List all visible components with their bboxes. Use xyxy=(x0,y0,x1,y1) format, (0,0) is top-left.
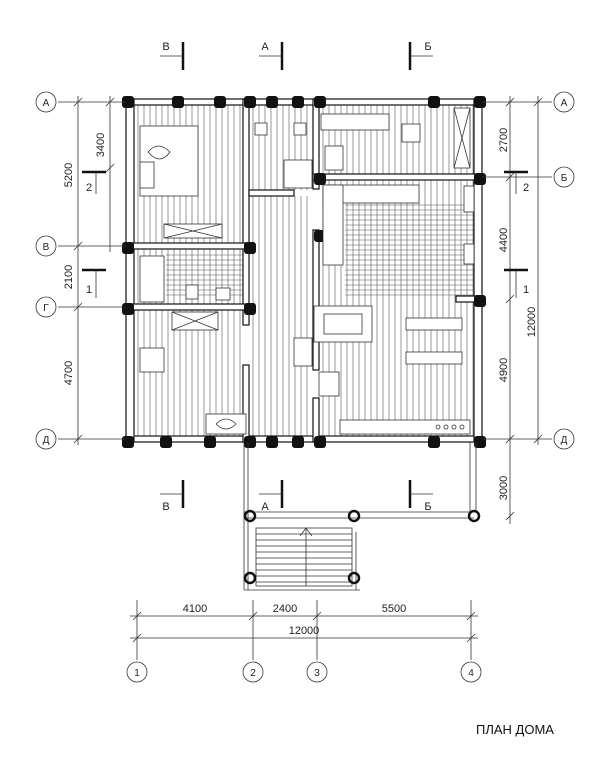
dim-bottom-4100: 4100 xyxy=(183,603,207,615)
axis-label-col-2: 2 xyxy=(250,668,256,679)
axis-bubbles-right: А Б Д xyxy=(553,91,575,450)
section-bottom-a: А xyxy=(261,501,269,513)
section-top-a: А xyxy=(261,41,269,53)
room-floor-hatching xyxy=(137,105,474,436)
section-bottom-v: В xyxy=(162,501,169,513)
section-top-v: В xyxy=(162,41,169,53)
plan-title: ПЛАН ДОМА xyxy=(476,722,554,737)
axis-label-right-a: А xyxy=(561,98,568,109)
axis-label-col-4: 4 xyxy=(468,668,474,679)
dim-right-4400: 4400 xyxy=(498,228,510,252)
dim-left-3400: 3400 xyxy=(95,133,107,157)
axis-bubbles-left: А В Г Д xyxy=(35,91,57,450)
dim-bottom-2400: 2400 xyxy=(273,603,297,615)
dim-right-2700: 2700 xyxy=(498,128,510,152)
section-marks-bottom: В А Б xyxy=(160,480,433,513)
dim-right-4900: 4900 xyxy=(498,358,510,382)
axis-bubbles-bottom: 1 2 3 4 xyxy=(126,661,482,683)
section-marks-right: 2 1 xyxy=(504,170,529,298)
axis-label-right-d: Д xyxy=(561,435,568,446)
dim-bottom-12000: 12000 xyxy=(289,625,320,637)
dim-left-2100: 2100 xyxy=(63,265,75,289)
dim-bottom-5500: 5500 xyxy=(382,603,406,615)
furniture xyxy=(139,107,475,435)
section-left-2: 2 xyxy=(86,182,92,194)
dim-right-3000: 3000 xyxy=(498,476,510,500)
section-bottom-b: Б xyxy=(424,501,431,513)
dimensions-left xyxy=(73,96,115,445)
section-left-1: 1 xyxy=(86,284,92,296)
porch-steps xyxy=(256,533,352,583)
section-marks-top: В А Б xyxy=(160,41,433,70)
section-right-1: 1 xyxy=(523,284,529,296)
axis-label-col-3: 3 xyxy=(314,668,320,679)
section-marks-left: 2 1 xyxy=(82,170,106,298)
section-right-2: 2 xyxy=(523,182,529,194)
section-top-b: Б xyxy=(424,41,431,53)
axis-label-left-d: Д xyxy=(43,435,50,446)
porch xyxy=(243,442,481,591)
axis-label-left-g: Г xyxy=(43,303,49,314)
dim-left-5200: 5200 xyxy=(63,163,75,187)
axis-label-left-a: А xyxy=(43,98,50,109)
axis-lines xyxy=(58,101,552,660)
dim-left-4700: 4700 xyxy=(63,361,75,385)
axis-label-right-b: Б xyxy=(561,173,568,184)
axis-label-left-v: В xyxy=(43,242,50,253)
dim-right-12000: 12000 xyxy=(526,307,538,338)
dimensions-bottom xyxy=(130,611,478,643)
axis-label-col-1: 1 xyxy=(134,668,140,679)
